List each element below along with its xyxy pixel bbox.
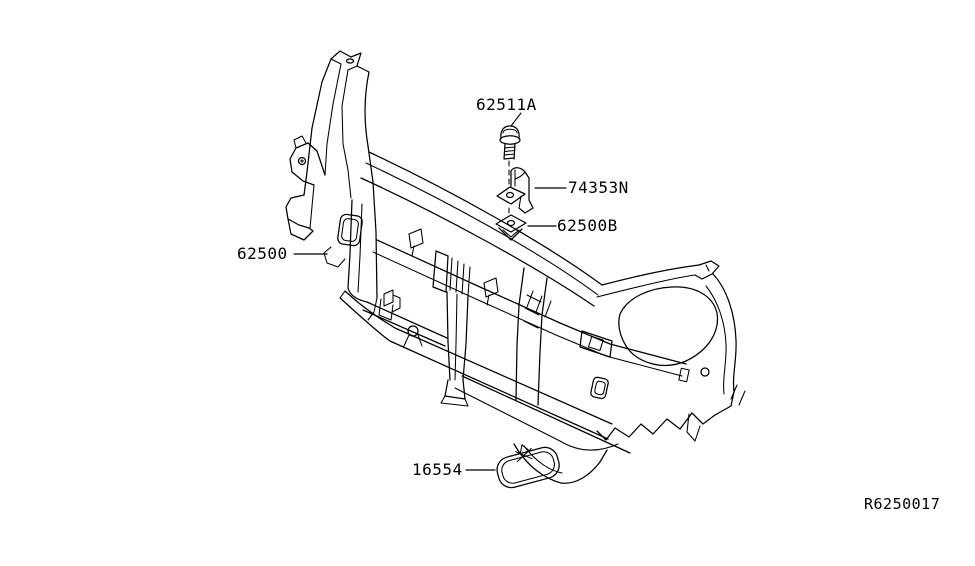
air-duct-drawing (496, 444, 560, 489)
core-support-drawing (285, 50, 746, 484)
bracket-drawing (496, 167, 534, 218)
part-label-bracket[interactable]: 74353N (568, 178, 629, 197)
part-label-bolt[interactable]: 62511A (476, 95, 537, 114)
leader-lines (293, 187, 567, 471)
part-label-core-support[interactable]: 62500 (237, 244, 288, 263)
bolt-drawing (499, 112, 522, 188)
diagram-reference-code: R6250017 (864, 495, 941, 513)
clip-drawing (495, 214, 527, 241)
part-label-air-duct[interactable]: 16554 (412, 460, 463, 479)
part-label-clip[interactable]: 62500B (557, 216, 618, 235)
